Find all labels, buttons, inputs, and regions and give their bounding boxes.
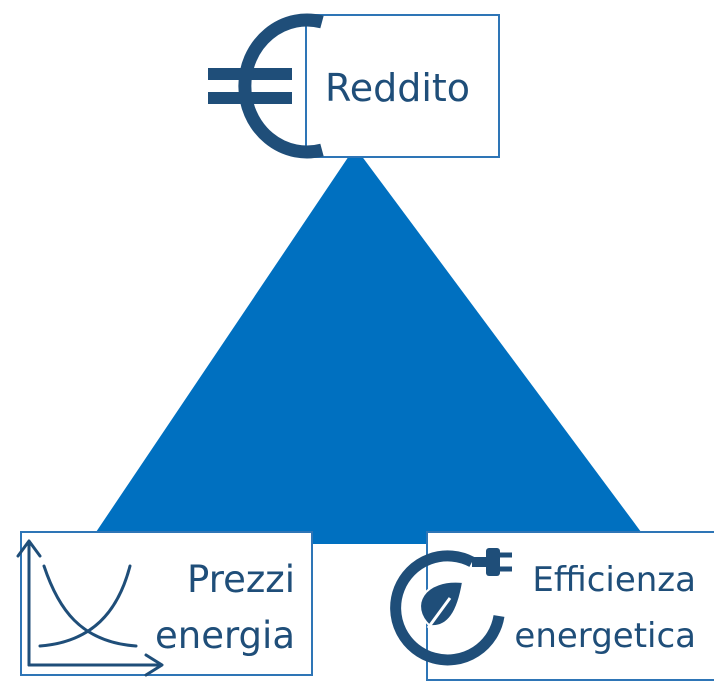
reddito-box bbox=[305, 14, 500, 158]
prezzi-energia-line1: Prezzi bbox=[187, 558, 295, 601]
central-triangle bbox=[88, 147, 650, 544]
efficienza-energetica-line1: Efficienza bbox=[532, 560, 696, 600]
prezzi-energia-box bbox=[20, 531, 313, 676]
reddito-label: Reddito bbox=[325, 66, 471, 110]
euro-icon bbox=[208, 13, 324, 159]
prezzi-energia-label: Prezzi energia bbox=[155, 552, 295, 664]
prezzi-energia-line2: energia bbox=[155, 614, 295, 657]
price-curves-icon bbox=[16, 539, 164, 677]
efficienza-energetica-label: Efficienza energetica bbox=[514, 552, 696, 664]
efficienza-energetica-line2: energetica bbox=[514, 616, 696, 656]
eco-plug-leaf-icon bbox=[390, 548, 512, 666]
